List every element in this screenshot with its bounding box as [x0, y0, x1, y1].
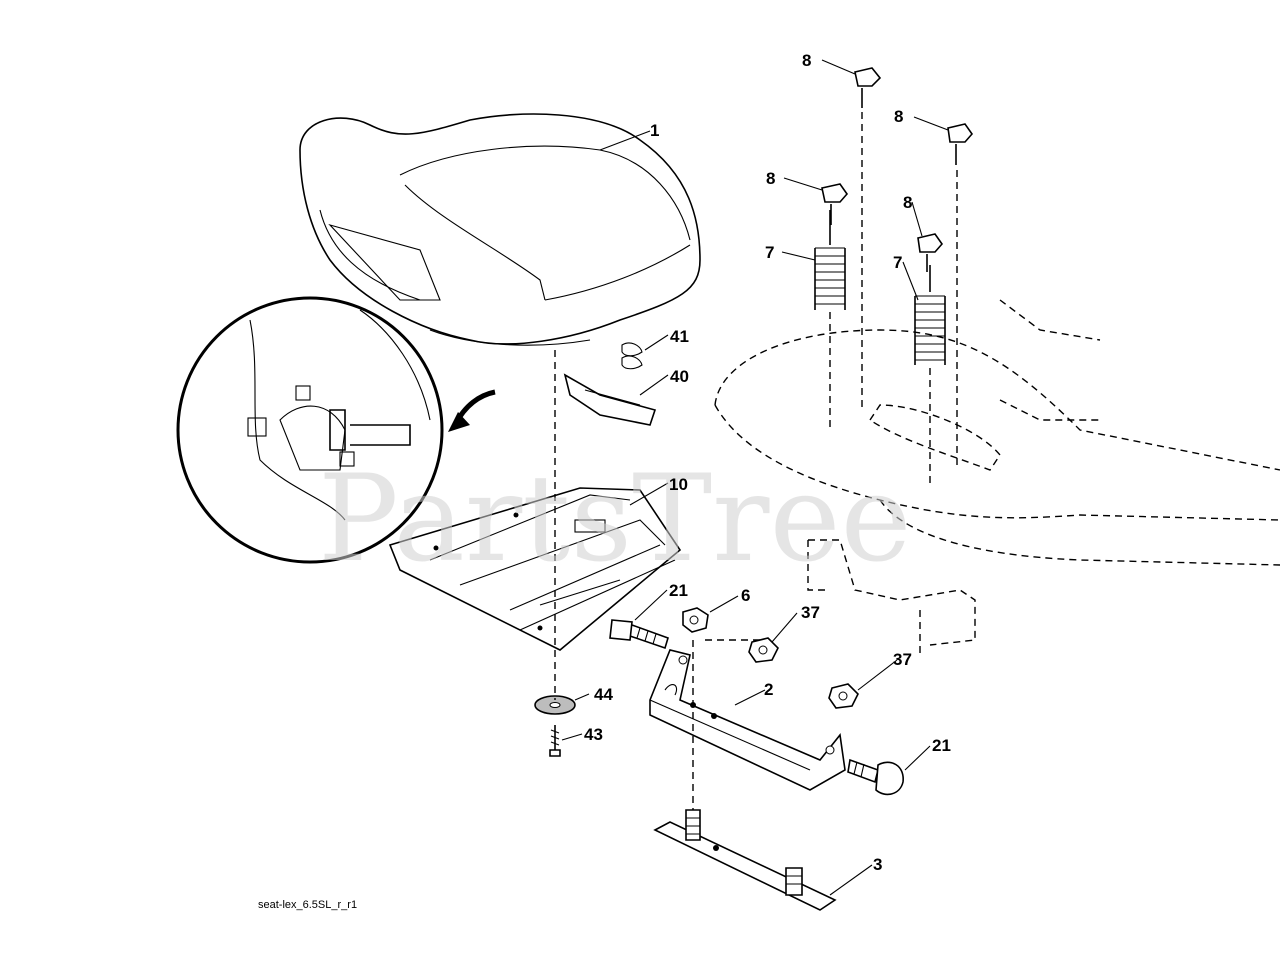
detail-inset-circle [176, 296, 496, 564]
callout-7-right: 7 [893, 253, 902, 272]
bolt-part-21-left [609, 619, 669, 650]
callout-40: 40 [670, 367, 689, 386]
fender-outline [714, 299, 1280, 655]
bolt-part-8-c [821, 183, 849, 225]
callout-6: 6 [741, 586, 750, 605]
bolt-part-8-d [917, 233, 944, 272]
plate-part-3 [653, 809, 837, 911]
callout-8-d: 8 [903, 193, 912, 212]
watermark-text: PartsTree [318, 450, 912, 589]
nut-part-6 [682, 607, 709, 633]
bolt-part-8-b [947, 123, 974, 470]
callout-21-left: 21 [669, 581, 688, 600]
callout-2: 2 [764, 680, 773, 699]
bolt-part-21-right [847, 758, 904, 796]
callout-8-a: 8 [802, 51, 811, 70]
washer-part-44 [534, 695, 576, 715]
spring-part-7-left [814, 210, 846, 430]
callout-8-c: 8 [766, 169, 775, 188]
bolt-part-43 [549, 725, 561, 757]
nut-part-37-lower [828, 683, 859, 709]
callout-8-b: 8 [894, 107, 903, 126]
callout-37-upper: 37 [801, 603, 820, 622]
spring-part-7-right [914, 265, 946, 485]
leader-lines [561, 59, 949, 896]
callout-10: 10 [669, 475, 688, 494]
bracket-part-2 [649, 649, 846, 791]
callout-3: 3 [873, 855, 882, 874]
callout-44: 44 [594, 685, 613, 704]
nut-part-37-upper [748, 637, 779, 663]
seat-pan-part-10 [388, 487, 682, 651]
bracket-part-40 [563, 373, 657, 426]
callout-21-right: 21 [932, 736, 951, 755]
callout-7-left: 7 [765, 243, 774, 262]
callout-1: 1 [650, 121, 659, 140]
callout-43: 43 [584, 725, 603, 744]
seat-part-1 [299, 113, 701, 346]
drawing-id-label: seat-lex_6.5SL_r_r1 [258, 899, 357, 911]
callout-41: 41 [670, 327, 689, 346]
bolt-part-8-a [854, 67, 882, 410]
callout-labels: 1 41 40 10 21 6 37 37 2 21 3 44 43 8 8 8… [584, 51, 951, 874]
spring-part-41 [621, 342, 643, 370]
callout-37-lower: 37 [893, 650, 912, 669]
